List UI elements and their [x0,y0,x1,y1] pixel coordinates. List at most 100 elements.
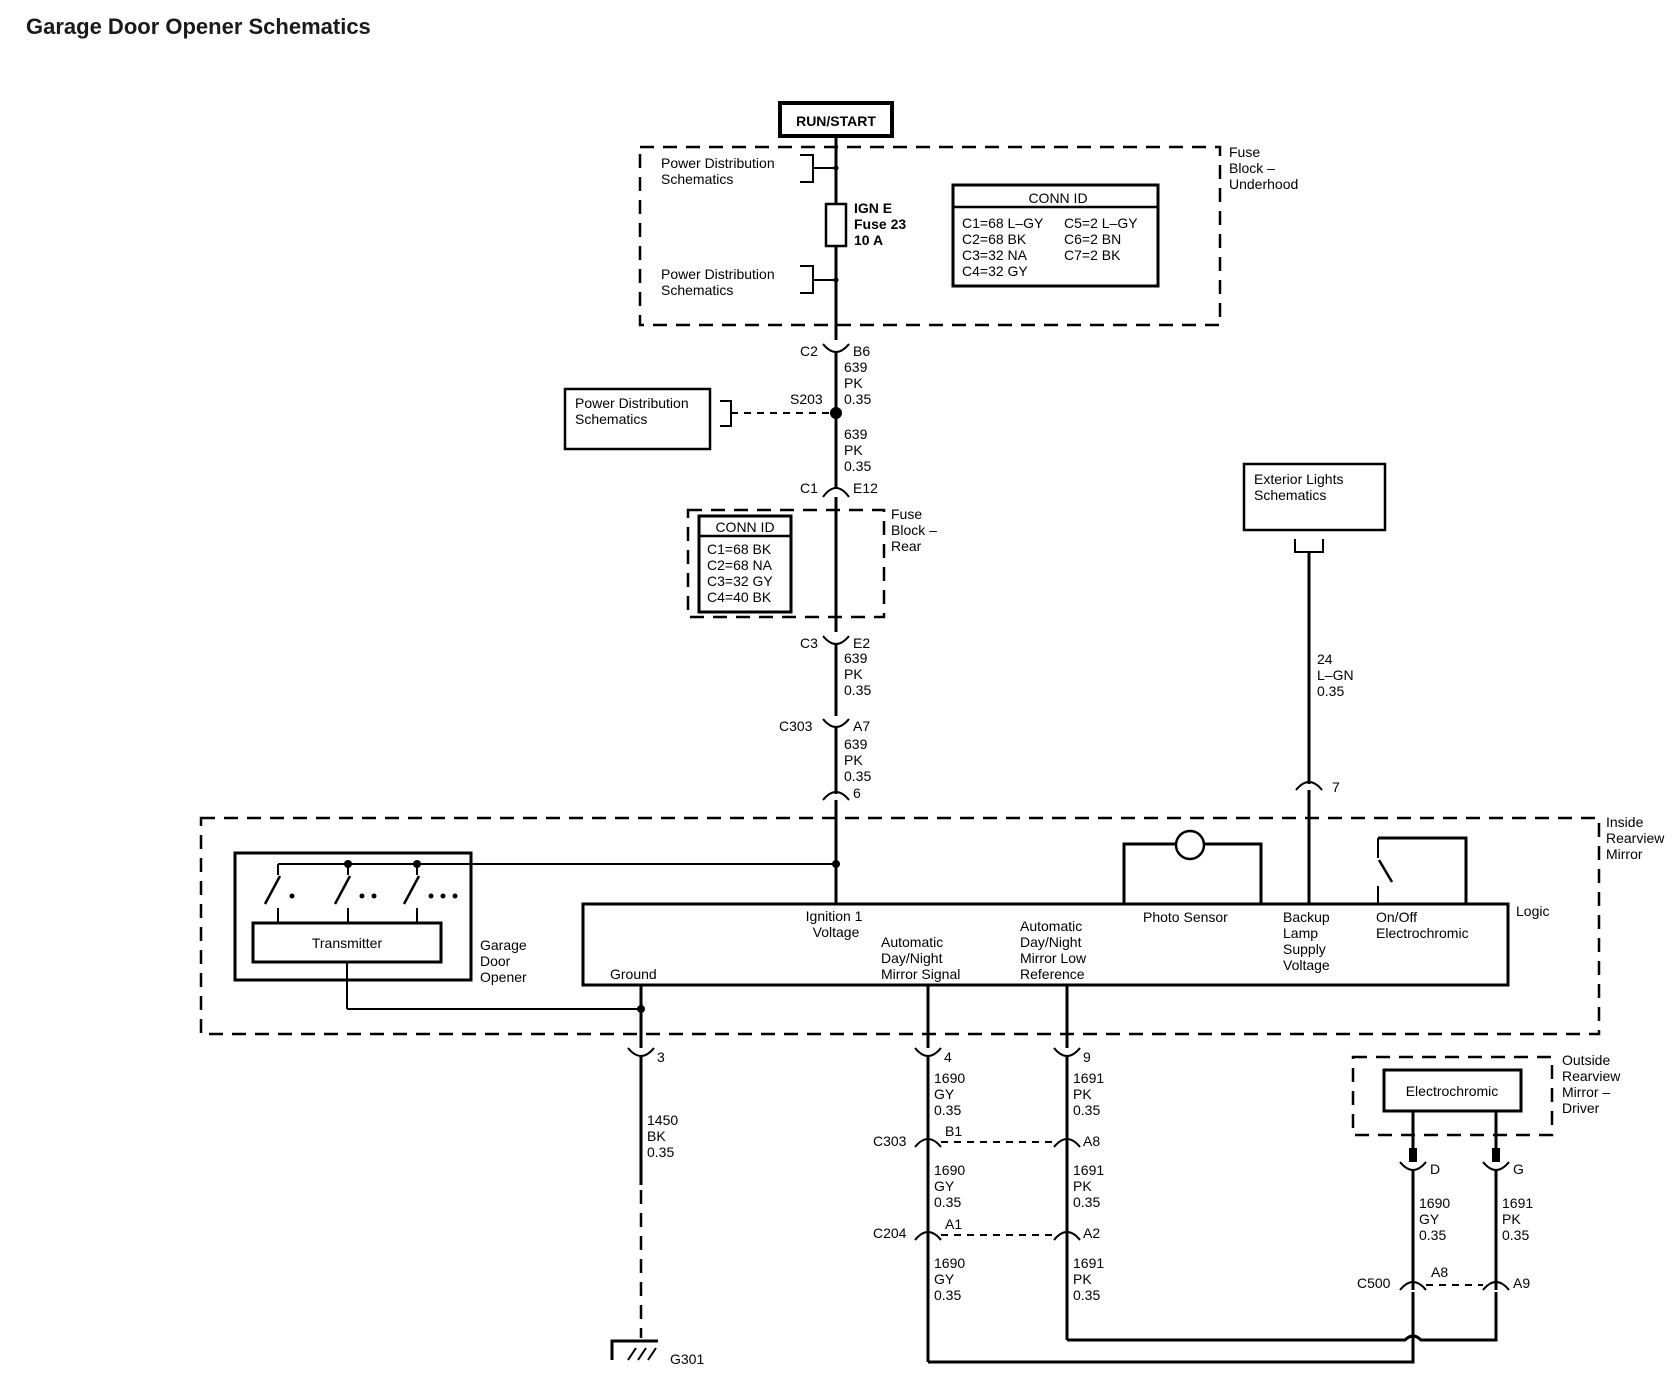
connector-c204-a2 [1053,1231,1081,1241]
garage-door-opener-box [233,851,473,982]
outside-mirror-outline [1351,1055,1554,1137]
connector-c204-a1 [914,1231,942,1241]
pin-3-label: 3 [657,1049,665,1065]
splice-s203 [830,407,842,419]
pin-6-label: 6 [853,785,861,801]
c2-conn-label: C2 [800,343,818,359]
pin-d-label: D [1430,1161,1440,1177]
wire-1690-label-2: 1690 GY 0.35 [934,1162,969,1210]
inside-mirror-label: Inside Rearview Mirror [1606,814,1668,862]
wire-1450-label: 1450 BK 0.35 [647,1112,682,1160]
ground-label: Ground [610,966,657,982]
page-title: Garage Door Opener Schematics [26,14,371,39]
switch-2-dot-b [371,893,377,899]
wire-639-label-1: 639 PK 0.35 [844,359,871,407]
s203-label: S203 [790,391,823,407]
c3-conn-label: C3 [800,635,818,651]
transmitter-label: Transmitter [312,935,383,951]
c303-a7-pin-label: A7 [853,718,870,734]
wire-1690-return [928,1346,1415,1364]
c204-pin-a1: A1 [945,1216,962,1232]
wire-639-label-3: 639 PK 0.35 [844,650,871,698]
ignition-label: Ignition 1 Voltage [806,908,867,940]
connector-pin-g [1482,1161,1510,1171]
g301-label: G301 [670,1351,704,1367]
pin-7-label: 7 [1332,779,1340,795]
auto-low-label: Automatic Day/Night Mirror Low Reference [1020,918,1090,982]
electrochromic-box [1382,1068,1523,1113]
connector-pin-9 [1053,1047,1081,1057]
fuse-block-rear-label: Fuse Block – Rear [891,506,941,554]
c500-pin-a8: A8 [1431,1264,1448,1280]
wire-1691-return [1067,1296,1498,1342]
electrochromic-label: Electrochromic [1406,1083,1499,1099]
connector-c500-a9 [1482,1281,1510,1291]
pd-bottom-dot [833,277,839,283]
pin-9-label: 9 [1083,1049,1091,1065]
opener-supply-junction [832,860,840,868]
photo-sensor-label: Photo Sensor [1143,909,1228,925]
c303-pin-a8: A8 [1083,1133,1100,1149]
switch-3-blade [402,875,421,905]
g301-hatch-3 [647,1347,657,1361]
pd-top-dot [833,165,839,171]
connector-pin-7 [1295,781,1323,791]
conn-id-underhood-title: CONN ID [1028,190,1087,206]
pin-d-terminal [1409,1148,1417,1162]
wire-639-label-4: 639 PK 0.35 [844,736,871,784]
connector-c500-a8 [1399,1281,1427,1291]
exterior-lights-box [1242,462,1387,532]
c500-conn-label: C500 [1357,1275,1391,1291]
conn-id-underhood-rows: C1=68 L–GY C2=68 BK C3=32 NA C4=32 GY [962,215,1047,279]
connector-c303-a7 [822,718,850,728]
s203-bracket [720,400,732,427]
backup-label: Backup Lamp Supply Voltage [1283,909,1334,973]
switch-1-blade [263,875,282,905]
wire-1690-mirror-label: 1690 GY 0.35 [1419,1195,1454,1243]
c500-pin-a9: A9 [1513,1275,1530,1291]
connector-pin-d [1399,1161,1427,1171]
c303-pin-b1: B1 [945,1123,962,1139]
run-start-label: RUN/START [796,113,876,129]
exterior-lights-bracket [1294,539,1324,553]
switch-2-blade [333,875,352,905]
outside-mirror-label: Outside Rearview Mirror – Driver [1562,1052,1624,1116]
inside-mirror-outline [199,816,1601,1036]
switch-3-dot-b [440,893,446,899]
conn-id-rear-box [697,514,793,614]
logic-label: Logic [1516,903,1549,919]
fuse-block-underhood-outline [638,145,1222,327]
connector-pin-4 [914,1047,942,1057]
switch-1-dot [289,893,295,899]
pd-top-label: Power Distribution Schematics [661,155,779,187]
wire-1691-label-3: 1691 PK 0.35 [1073,1255,1108,1303]
c1-conn-label: C1 [800,480,818,496]
c2-pin-label: B6 [853,343,870,359]
connector-c2 [822,343,850,353]
fuse-23-label: IGN E Fuse 23 10 A [854,200,910,248]
c303-a7-conn-label: C303 [779,718,813,734]
pd-top-bracket [800,154,814,183]
pin-4-label: 4 [944,1049,952,1065]
g301-hatch-1 [627,1347,637,1361]
pd-bottom-label: Power Distribution Schematics [661,266,779,298]
wire-1690-label-1: 1690 GY 0.35 [934,1070,969,1118]
wire-639-label-2: 639 PK 0.35 [844,426,871,474]
switch-3-dot-a [428,893,434,899]
wire-1691-label-1: 1691 PK 0.35 [1073,1070,1108,1118]
conn-id-underhood-box [951,183,1160,288]
logic-module-box [581,902,1510,987]
onoff-label: On/Off Electrochromic [1376,909,1469,941]
conn-id-rear-rows: C1=68 BK C2=68 NA C3=32 GY C4=40 BK [707,541,776,605]
conn-id-rear-title: CONN ID [715,519,774,535]
pd-s203-label: Power Distribution Schematics [575,395,693,427]
pin-g-label: G [1513,1161,1524,1177]
photo-sensor-icon [1174,829,1206,861]
wire-24-label: 24 L–GN 0.35 [1317,651,1357,699]
c3-pin-label: E2 [853,635,870,651]
g301-hatch-2 [637,1347,647,1361]
fuse-block-rear-outline [686,508,886,619]
connector-c3 [822,635,850,645]
auto-signal-label: Automatic Day/Night Mirror Signal [881,934,960,982]
